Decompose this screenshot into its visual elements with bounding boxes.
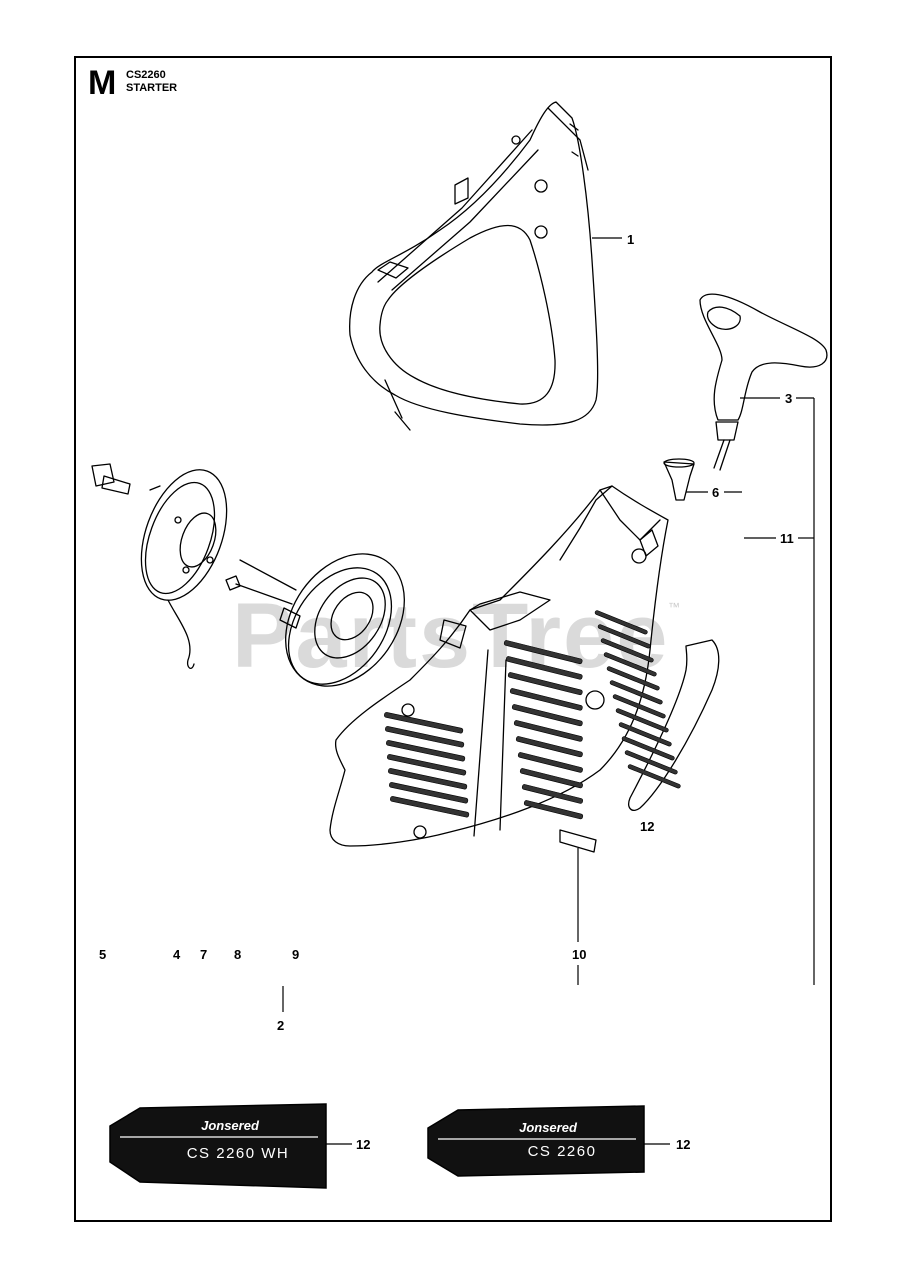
callout-9: 9 xyxy=(292,947,300,962)
callout-4: 4 xyxy=(173,947,181,962)
section-name: STARTER xyxy=(126,82,178,94)
vent-slat xyxy=(507,672,583,696)
callout-6: 6 xyxy=(712,485,720,500)
decal-wh-model: CS 2260 WH xyxy=(187,1145,290,1162)
vent-slat xyxy=(600,638,654,663)
vent-slat xyxy=(618,722,672,747)
watermark-tm: ™ xyxy=(668,600,680,614)
vent-slat xyxy=(390,796,470,818)
callout-3: 3 xyxy=(785,391,793,406)
callout-5: 5 xyxy=(99,947,107,962)
leader-lines xyxy=(282,237,815,1145)
vent-slat xyxy=(509,688,583,711)
decal-standard-model: CS 2260 xyxy=(528,1143,597,1160)
vent-slat xyxy=(513,720,583,742)
vent-slat xyxy=(517,752,583,773)
vent-slat xyxy=(624,750,678,775)
rope-guide-part xyxy=(663,458,695,501)
vent-slat xyxy=(621,736,675,761)
callout-10: 10 xyxy=(572,947,587,962)
vent-slat xyxy=(627,764,681,789)
vent-slat xyxy=(384,712,464,734)
vent-slat xyxy=(511,704,583,727)
callout-12-decal-standard: 12 xyxy=(676,1137,691,1152)
decal-standard-brand: Jonsered xyxy=(519,1120,578,1135)
vent-slat xyxy=(606,666,660,691)
vent-slat xyxy=(612,694,666,719)
vent-slat xyxy=(519,768,583,789)
diagram-frame xyxy=(74,56,832,1222)
spring-cassette-part xyxy=(91,463,228,670)
rope-pulley-part xyxy=(225,553,405,687)
callout-8: 8 xyxy=(234,947,242,962)
screw-part xyxy=(559,829,597,853)
decal-strip-part xyxy=(628,639,720,812)
decal-wh: Jonsered CS 2260 WH xyxy=(109,1103,327,1189)
starter-cover-part xyxy=(349,101,599,431)
decal-standard: Jonsered CS 2260 xyxy=(427,1105,645,1177)
section-letter: M xyxy=(88,64,117,102)
vent-slat xyxy=(389,782,469,804)
watermark: PartsTree xyxy=(232,585,670,687)
vent-slat xyxy=(515,736,583,758)
vent-slat xyxy=(505,656,583,680)
vent-slat xyxy=(615,708,669,733)
vent-slat xyxy=(523,800,584,820)
vent-slat xyxy=(609,680,663,705)
vent-slat xyxy=(521,784,584,804)
vent-slat xyxy=(387,754,467,776)
decal-wh-brand: Jonsered xyxy=(201,1118,260,1133)
vent-slat xyxy=(594,610,648,635)
vent-slat xyxy=(385,726,465,748)
callout-11: 11 xyxy=(780,531,794,546)
section-model: CS2260 xyxy=(126,69,166,81)
callout-7: 7 xyxy=(200,947,208,962)
callout-12-decal-wh: 12 xyxy=(356,1137,371,1152)
vent-slat xyxy=(386,740,466,762)
vent-slat xyxy=(597,624,651,649)
vent-slat xyxy=(503,640,583,665)
callout-12-housing: 12 xyxy=(640,819,655,834)
housing-vents xyxy=(384,610,681,820)
vent-slat xyxy=(388,768,468,790)
vent-slat xyxy=(603,652,657,677)
starter-handle-part xyxy=(699,293,828,471)
callout-2: 2 xyxy=(277,1018,285,1033)
callout-1: 1 xyxy=(627,232,635,247)
starter-housing-part xyxy=(329,485,669,847)
